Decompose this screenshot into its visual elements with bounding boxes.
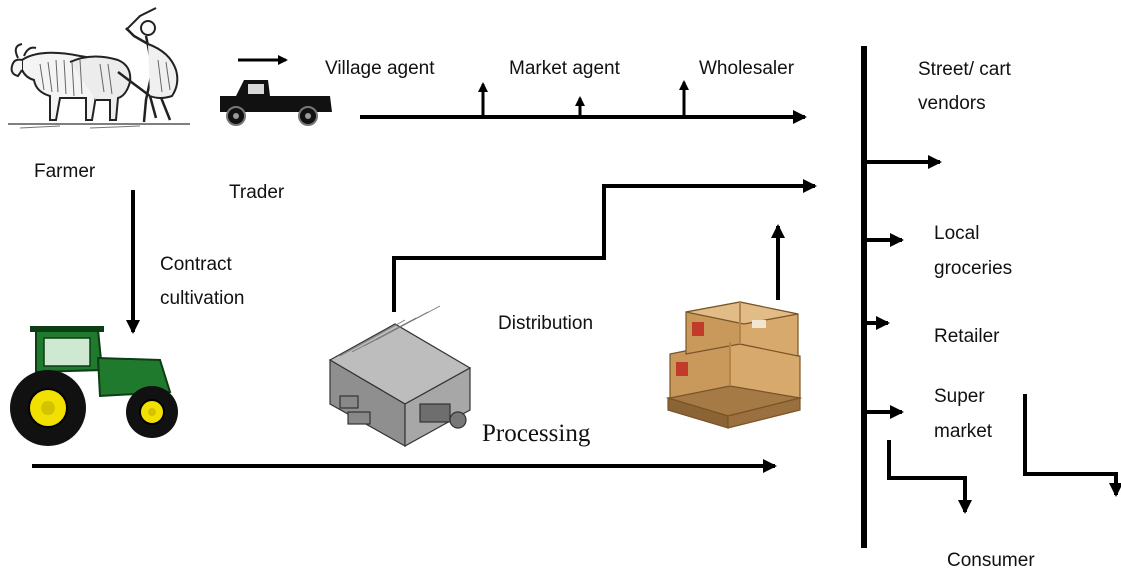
local-groceries-label-line2: groceries — [934, 258, 1013, 279]
contract-cultivation-label-line1: Contract — [160, 254, 232, 275]
street-vendors-label-line1: Street/ cart — [918, 59, 1011, 80]
local-groceries-label-line1: Local — [934, 223, 980, 244]
distribution-path-arrow — [392, 179, 817, 312]
wholesaler-label: Wholesaler — [699, 58, 795, 79]
village-agent-label: Village agent — [325, 58, 435, 79]
distribution-label: Distribution — [498, 313, 594, 334]
market-agent-label: Market agent — [509, 58, 620, 79]
trader-label: Trader — [229, 182, 285, 203]
supermarket-label-line1: Super — [934, 386, 985, 407]
warehouse-icon — [328, 305, 472, 448]
farmer-label: Farmer — [34, 161, 96, 182]
boxes-on-pallet-icon — [665, 301, 803, 429]
farmer-plowing-with-oxen-icon — [8, 7, 190, 129]
supermarket-label-line2: market — [934, 421, 993, 442]
consumer-arrow-left — [887, 440, 972, 514]
processing-label: Processing — [482, 420, 591, 447]
tractor-icon — [10, 326, 178, 446]
street-vendors-label-line2: vendors — [918, 93, 986, 114]
retailer-label: Retailer — [934, 326, 1000, 347]
consumer-arrow-right — [1023, 394, 1121, 497]
consumer-label: Consumer — [947, 550, 1035, 571]
contract-cultivation-label-line2: cultivation — [160, 288, 245, 309]
pickup-truck-icon — [220, 80, 332, 126]
